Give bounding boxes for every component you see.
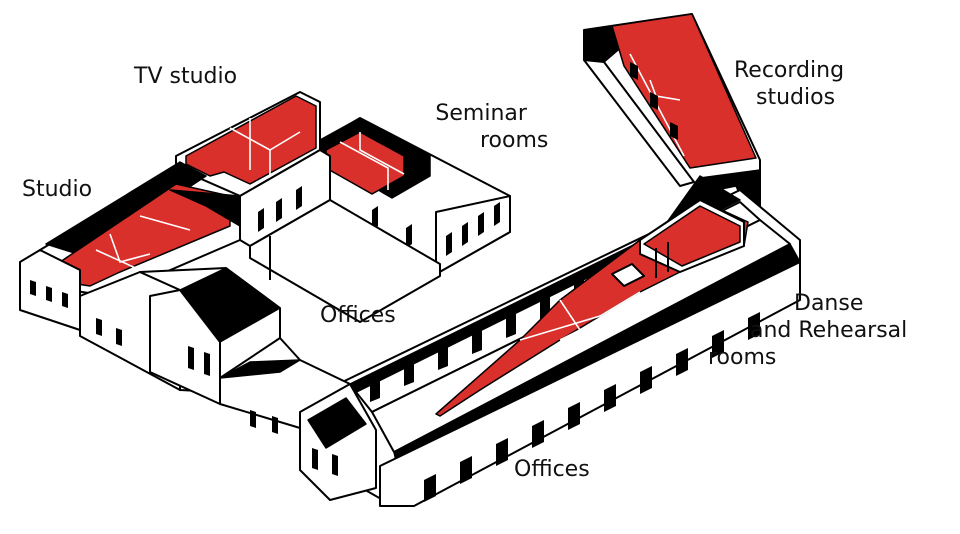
- label-recording-line2: studios: [756, 85, 836, 110]
- label-recording-studios: Recording studios: [734, 57, 844, 111]
- east-long-wing: [329, 175, 801, 507]
- label-danse-line3: rooms: [708, 345, 777, 370]
- label-seminar-line2: rooms: [480, 128, 549, 153]
- label-offices-bottom-text: Offices: [514, 457, 590, 482]
- label-tv-studio-text: TV studio: [134, 64, 238, 89]
- label-seminar-line1: Seminar: [435, 101, 527, 126]
- label-seminar-rooms: Seminar rooms: [418, 100, 548, 154]
- label-recording-line1: Recording: [734, 58, 845, 83]
- studio-wing: [19, 161, 241, 331]
- label-tv-studio: TV studio: [134, 63, 237, 90]
- label-offices-center-text: Offices: [320, 303, 396, 328]
- label-offices-center: Offices: [320, 302, 396, 329]
- label-studio-text: Studio: [22, 177, 93, 202]
- label-offices-bottom: Offices: [514, 456, 590, 483]
- central-gable-buildings: [79, 267, 377, 501]
- label-danse-line1: Danse: [794, 291, 864, 316]
- tv-studio-wing: [175, 91, 441, 323]
- recording-studios-highlight: [611, 13, 757, 169]
- label-studio: Studio: [22, 176, 92, 203]
- label-danse-line2: and Rehearsal: [750, 318, 908, 343]
- label-danse-rehearsal-rooms: Danse and Rehearsal rooms: [708, 290, 907, 371]
- recording-studios-wing: [583, 13, 761, 211]
